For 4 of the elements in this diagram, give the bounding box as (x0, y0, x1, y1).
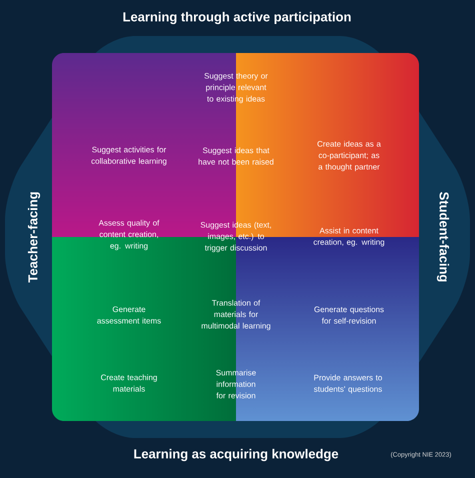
axis-title: Learning through active participation (123, 12, 351, 24)
axis-title: Student-facing (436, 192, 450, 282)
axis-title: Learning as acquiring knowledge (134, 448, 338, 462)
axis-title: Teacher-facing (28, 192, 40, 282)
